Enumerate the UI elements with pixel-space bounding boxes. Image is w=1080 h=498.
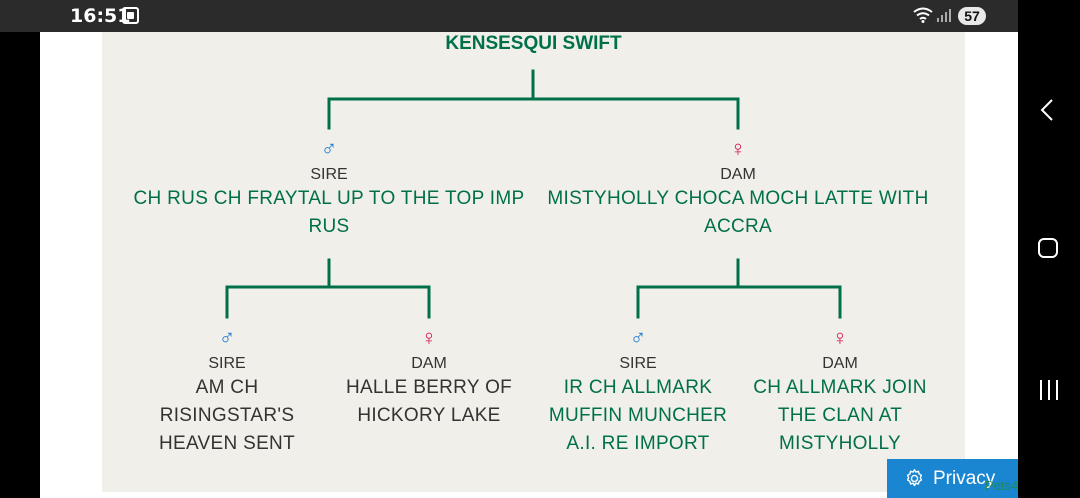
- back-icon[interactable]: [1038, 98, 1058, 122]
- pedigree-tree: KENSESQUI SWIFT ♂ SIRE CH RUS CH FRAYTAL…: [102, 32, 965, 492]
- home-icon[interactable]: [1038, 238, 1058, 258]
- dam-dam-name: CH ALLMARK JOIN THE CLAN AT MISTYHOLLY: [753, 377, 927, 454]
- dam-node: ♀ DAM MISTYHOLLY CHOCA MOCH LATTE WITH A…: [538, 137, 938, 241]
- gear-icon: [906, 469, 923, 487]
- privacy-button[interactable]: Privacy: [887, 459, 1018, 498]
- sire-name: CH RUS CH FRAYTAL UP TO THE TOP IMP RUS: [133, 188, 525, 237]
- sire-dam-node: ♀ DAM HALLE BERRY OF HICKORY LAKE: [339, 326, 519, 430]
- sire-role-label: SIRE: [619, 355, 657, 372]
- female-icon: ♀: [729, 136, 747, 161]
- dog-name: KENSESQUI SWIFT: [445, 33, 622, 54]
- signal-icon: [937, 9, 951, 22]
- battery-indicator: 57: [958, 7, 986, 25]
- female-icon: ♀: [420, 325, 438, 350]
- wifi-icon: [913, 7, 933, 23]
- sire-role-label: SIRE: [208, 355, 246, 372]
- web-page: KENSESQUI SWIFT ♂ SIRE CH RUS CH FRAYTAL…: [40, 32, 1018, 498]
- pets4homes-watermark: Pets4Homes: [985, 478, 1018, 493]
- dam-role-label: DAM: [822, 355, 858, 372]
- male-icon: ♂: [320, 136, 338, 161]
- recent-apps-icon[interactable]: [1038, 379, 1060, 401]
- sire-sire-node: ♂ SIRE AM CH RISINGSTAR'S HEAVEN SENT: [137, 326, 317, 458]
- status-time: 16:51: [70, 5, 131, 27]
- dam-sire-name: IR CH ALLMARK MUFFIN MUNCHER A.I. RE IMP…: [548, 377, 728, 454]
- sire-dam-name: HALLE BERRY OF HICKORY LAKE: [345, 377, 513, 426]
- dam-dam-node: ♀ DAM CH ALLMARK JOIN THE CLAN AT MISTYH…: [750, 326, 930, 458]
- privacy-label: Privacy: [933, 468, 996, 489]
- sire-node: ♂ SIRE CH RUS CH FRAYTAL UP TO THE TOP I…: [129, 137, 529, 241]
- dam-sire-node: ♂ SIRE IR CH ALLMARK MUFFIN MUNCHER A.I.…: [548, 326, 728, 458]
- sire-role-label: SIRE: [310, 166, 348, 183]
- male-icon: ♂: [218, 325, 236, 350]
- tree-connectors: [225, 69, 842, 319]
- status-bar: 16:51 57: [0, 0, 1080, 32]
- female-icon: ♀: [831, 325, 849, 350]
- dam-name: MISTYHOLLY CHOCA MOCH LATTE WITH ACCRA: [547, 188, 929, 237]
- screenshot-icon: [122, 7, 139, 24]
- dam-role-label: DAM: [411, 355, 447, 372]
- navigation-bar: [1018, 0, 1080, 498]
- sire-sire-name: AM CH RISINGSTAR'S HEAVEN SENT: [159, 377, 295, 454]
- male-icon: ♂: [629, 325, 647, 350]
- dam-role-label: DAM: [720, 166, 756, 183]
